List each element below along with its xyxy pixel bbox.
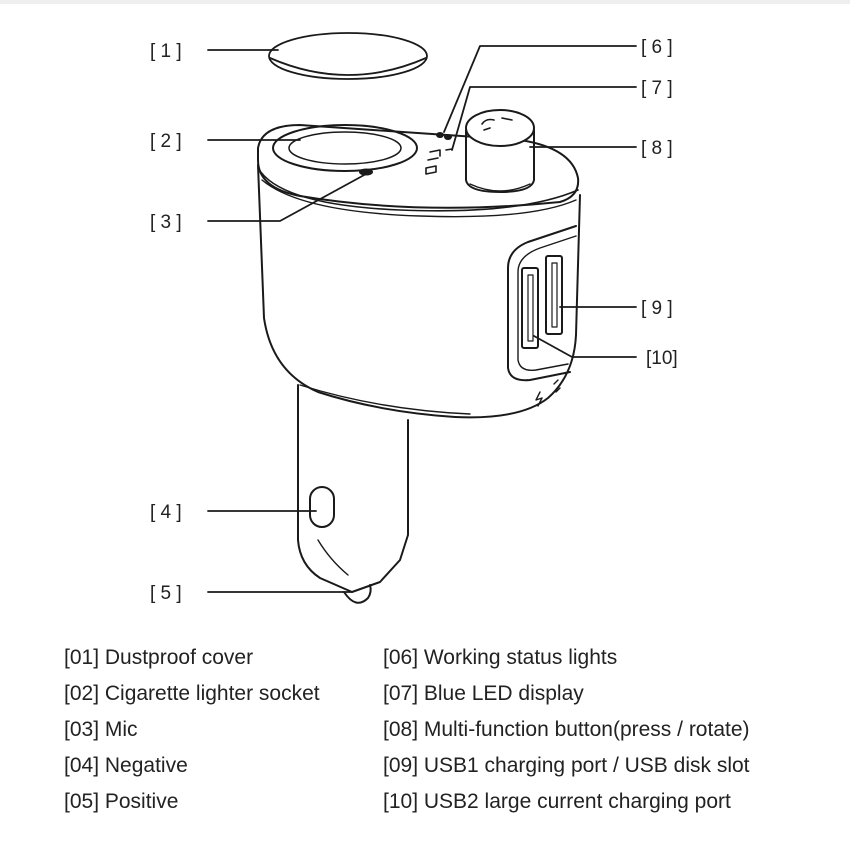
positive-tip: [343, 584, 372, 604]
legend-item-usb2-port: [10] USB2 large current charging port: [383, 790, 731, 813]
led-display: [425, 148, 453, 175]
device-diagram: [ 1 ] [ 2 ] [ 3 ] [ 4 ] [ 5 ] [ 6 ] [ 7 …: [150, 32, 678, 604]
callout-6: [ 6 ]: [641, 37, 673, 58]
multifunction-knob: [465, 109, 535, 193]
callout-8: [ 8 ]: [641, 138, 673, 159]
housing-body: [257, 164, 581, 419]
callout-2: [ 2 ]: [150, 131, 182, 152]
status-lights: [436, 132, 452, 140]
negative-contact: [309, 486, 335, 528]
dustproof-cover: [268, 32, 428, 80]
callout-10: [10]: [646, 348, 678, 369]
legend-item-multifunction-button: [08] Multi-function button(press / rotat…: [383, 718, 750, 741]
callout-9: [ 9 ]: [641, 298, 673, 319]
top-border: [0, 0, 850, 4]
legend-item-negative: [04] Negative: [64, 754, 188, 777]
legend-item-lighter-socket: [02] Cigarette lighter socket: [64, 682, 320, 705]
legend-item-positive: [05] Positive: [64, 790, 179, 813]
callout-3: [ 3 ]: [150, 212, 182, 233]
top-cap: [257, 124, 580, 218]
legend-item-status-lights: [06] Working status lights: [383, 646, 618, 669]
usb-bay: [507, 225, 577, 382]
plug-body: [297, 384, 409, 593]
lighter-socket: [272, 124, 418, 172]
legend-item-led-display: [07] Blue LED display: [383, 682, 584, 705]
legend-right: [06] Working status lights [07] Blue LED…: [383, 640, 750, 820]
callout-1: [ 1 ]: [150, 41, 182, 62]
legend-item-dustproof-cover: [01] Dustproof cover: [64, 646, 254, 669]
legend-item-usb1-port: [09] USB1 charging port / USB disk slot: [383, 754, 750, 777]
legend-item-mic: [03] Mic: [64, 718, 138, 741]
callout-7: [ 7 ]: [641, 78, 673, 99]
usb2-port: [545, 255, 563, 335]
legend-left: [01] Dustproof cover [02] Cigarette ligh…: [64, 640, 320, 820]
leader-lines: [207, 45, 637, 593]
callout-5: [ 5 ]: [150, 583, 182, 604]
callout-4: [ 4 ]: [150, 502, 182, 523]
usb1-port: [521, 267, 539, 349]
lightning-mark: [535, 379, 561, 407]
